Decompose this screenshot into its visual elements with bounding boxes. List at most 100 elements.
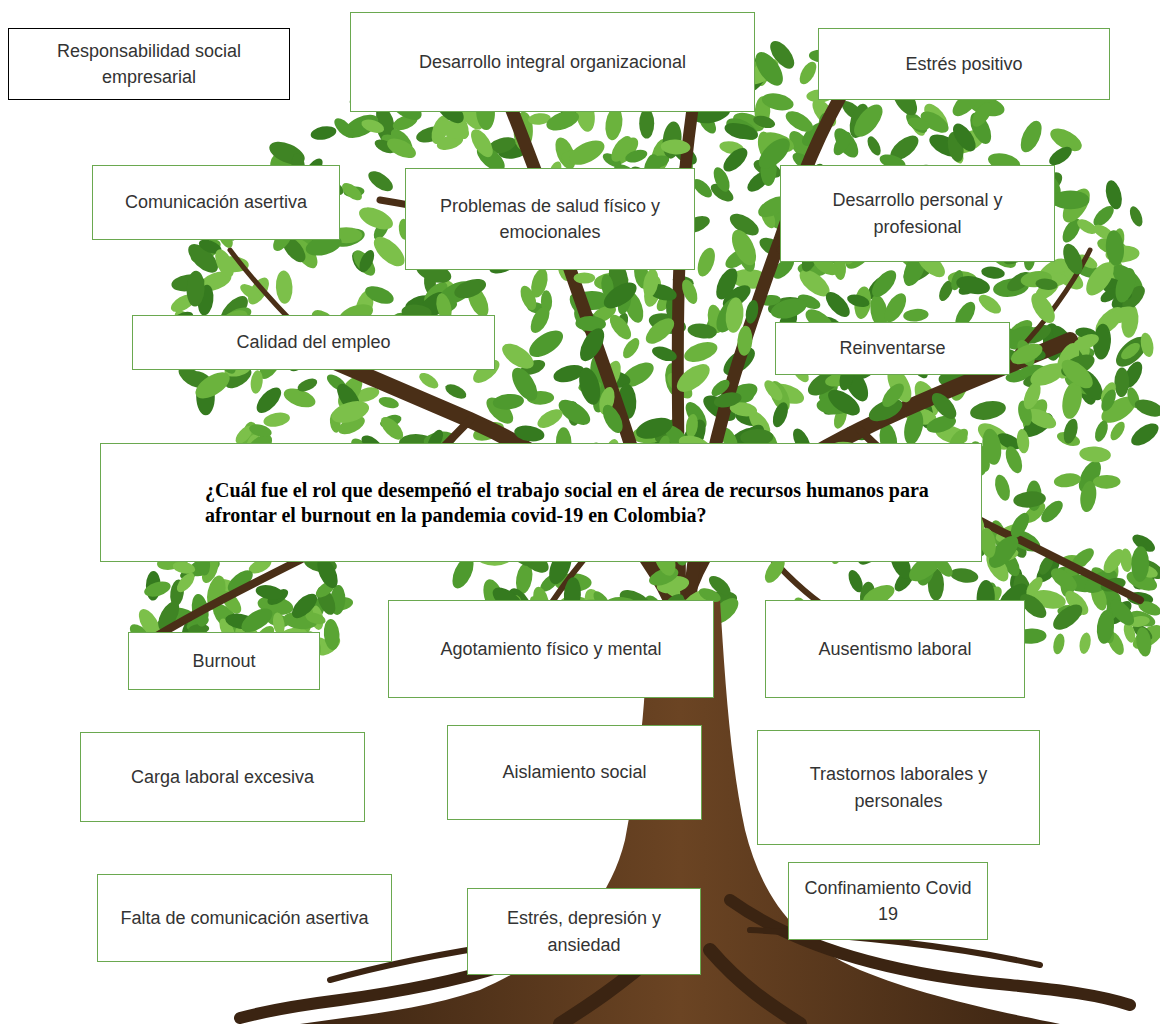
leaf [736,325,753,356]
leaf [599,277,640,313]
leaf [750,47,788,90]
leaf [634,414,675,443]
leaf [1095,609,1116,645]
concept-box: Agotamiento físico y mental [388,600,714,698]
leaf [304,610,327,626]
leaf [849,100,888,142]
leaf [1133,396,1160,420]
leaf [1108,419,1128,442]
leaf [969,398,1008,423]
leaf [365,167,396,195]
concept-box: Confinamiento Covid 19 [788,862,988,940]
leaf [1104,229,1125,266]
leaf [1071,331,1101,354]
leaf [1078,480,1098,513]
box-text: Desarrollo integral organizacional [419,49,686,75]
leaf [534,405,565,431]
leaf [639,108,654,138]
leaf [846,292,871,309]
leaf [1008,339,1046,368]
leaf [211,247,237,281]
box-text: Responsabilidad social empresarial [21,38,277,90]
leaf [1013,490,1047,509]
leaf [254,583,284,602]
leaf [525,325,568,362]
leaf [719,144,751,176]
leaf [723,120,754,142]
leaf [248,422,273,439]
leaf [1134,626,1153,657]
leaf [710,165,732,194]
leaf [868,266,901,301]
leaf [955,273,992,297]
box-text: Trastornos laborales y personales [770,761,1027,813]
leaf [1035,278,1058,291]
leaf [769,295,809,322]
leaf [323,618,341,650]
leaf [1078,632,1092,655]
leaf [880,290,910,326]
leaf [1100,546,1128,577]
concept-box: Carga laboral excesiva [80,732,365,822]
leaf [296,376,319,394]
leaf [275,270,293,304]
leaf [679,277,701,306]
concept-box: Estrés, depresión y ansiedad [467,888,701,975]
leaf [363,283,396,308]
leaf [356,203,396,234]
leaf [1061,417,1080,445]
leaf [452,275,489,302]
leaf [1118,340,1143,363]
leaf [660,139,690,155]
leaf [606,311,635,343]
leaf [1112,266,1139,305]
leaf [1052,191,1090,210]
leaf [1016,428,1031,454]
leaf [574,273,596,284]
leaf [1049,600,1087,635]
leaf [752,113,777,130]
leaf [369,232,410,272]
leaf [1020,380,1044,412]
leaf [760,91,795,113]
concept-box: Falta de comunicación asertiva [97,874,392,962]
concept-box: Desarrollo personal y profesional [780,165,1055,262]
leaf [1057,355,1098,394]
leaf [968,99,996,130]
concept-box: Aislamiento social [447,725,702,820]
leaf [687,322,718,340]
box-text: Reinventarse [839,335,945,361]
leaf [770,400,791,429]
concept-box: Trastornos laborales y personales [757,730,1040,845]
leaf [694,245,718,278]
leaf [142,579,172,600]
leaf [949,566,979,584]
box-text: Agotamiento físico y mental [440,636,661,662]
leaf [1093,475,1121,489]
leaf [782,107,816,136]
concept-box: Problemas de salud físico y emocionales [405,168,695,270]
leaf [642,314,679,349]
concept-box: Desarrollo integral organizacional [350,12,755,112]
box-text: Confinamiento Covid 19 [801,875,975,927]
leaf [498,339,538,374]
concept-box: Estrés positivo [818,28,1110,100]
leaf [712,390,743,410]
leaf [1103,179,1125,211]
leaf [1128,419,1160,450]
leaf [443,381,468,402]
leaf [928,389,961,423]
leaf [830,129,854,158]
box-text: Burnout [192,648,255,674]
leaf [356,248,377,275]
leaf [262,411,291,429]
concept-box: Responsabilidad social empresarial [8,28,290,100]
leaf [565,135,608,170]
box-text: Problemas de salud físico y emocionales [418,193,682,245]
leaf [830,124,863,161]
leaf [507,363,542,404]
leaf [796,59,819,87]
leaf [992,473,1012,502]
leaf [1059,241,1086,277]
